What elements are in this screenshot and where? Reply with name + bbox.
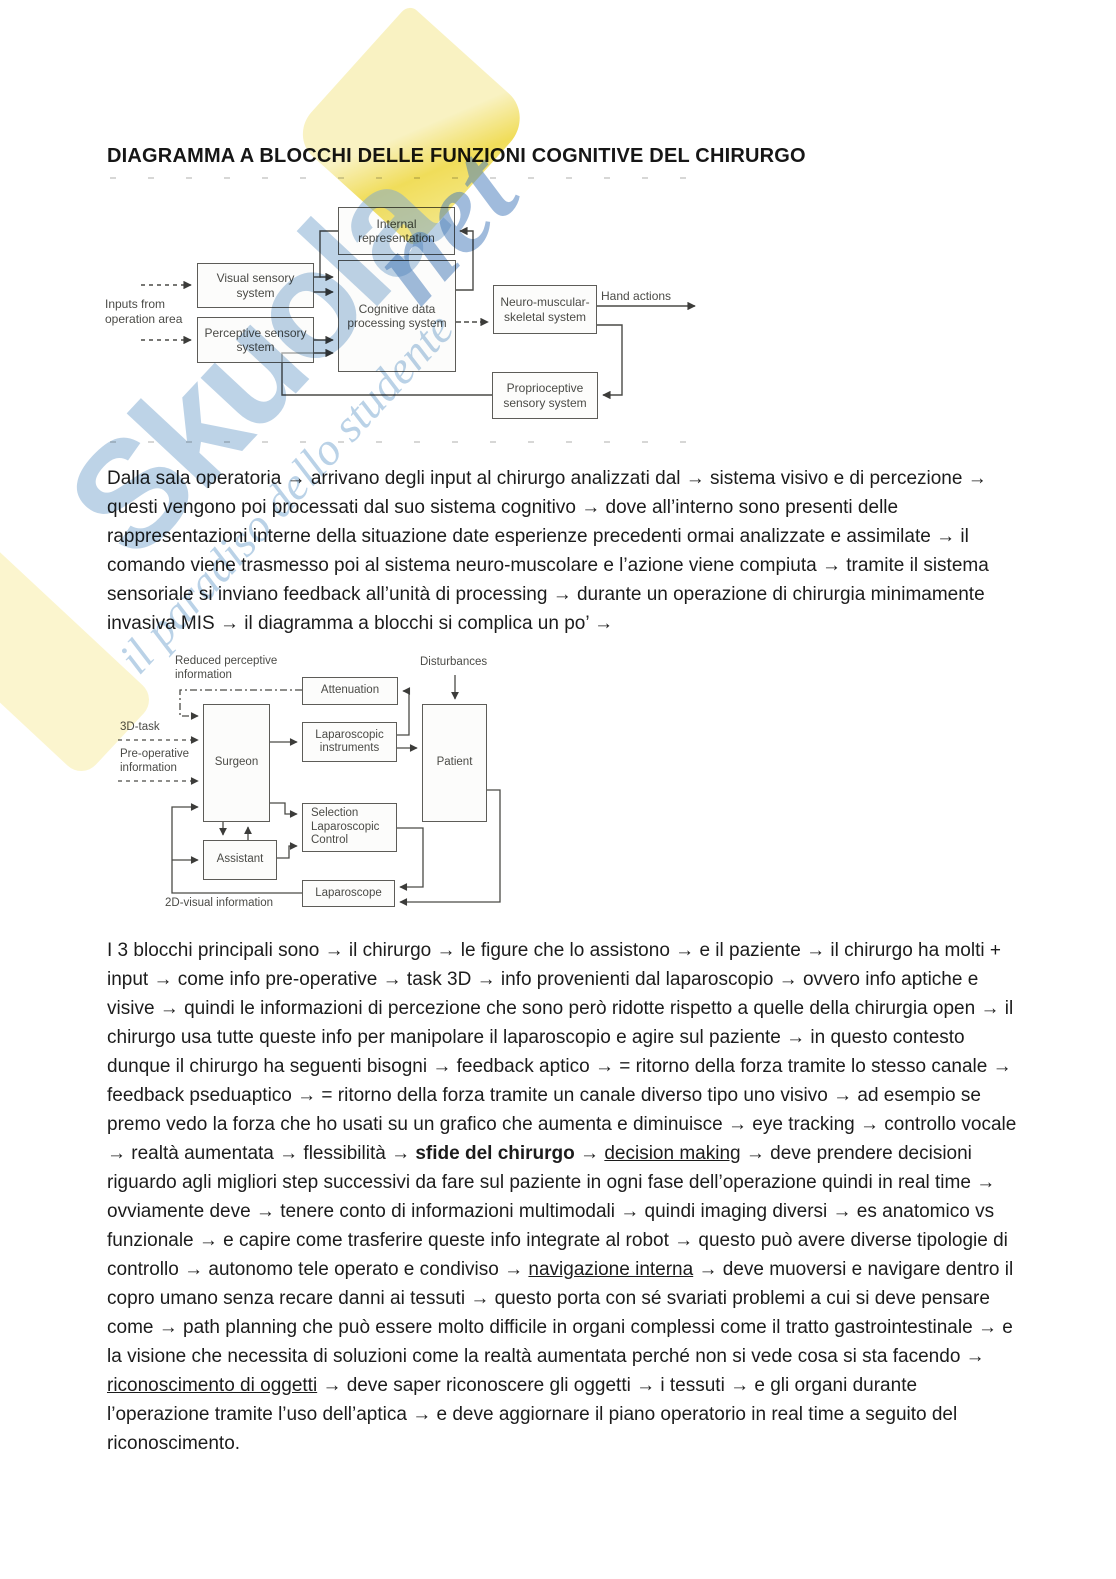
arrow-assistant-to-selection <box>277 842 298 859</box>
label-3d-task: 3D-task <box>120 721 160 733</box>
arrow-cognitive-to-internal <box>456 226 474 291</box>
box-neuro-muscular-skeletal: Neuro-muscular-skeletal system <box>493 285 597 334</box>
arrow-surgeon-to-selection <box>270 802 298 818</box>
label-disturbances: Disturbances <box>420 656 488 668</box>
box-attenuation: Attenuation <box>302 677 398 705</box>
box-proprioceptive-sensory: Proprioceptive sensory system <box>492 372 598 419</box>
paragraph-diagram1-explanation: Dalla sala operatoria → arrivano degli i… <box>107 468 989 634</box>
arrow-selection-to-laparoscope <box>397 827 424 891</box>
box-selection-laparoscopic-control: Selection Laparoscopic Control <box>302 803 397 852</box>
label-inputs-from-operation-area: Inputs from operation area <box>105 297 183 326</box>
arrow-instruments-to-attenuation <box>397 687 411 736</box>
box-surgeon: Surgeon <box>203 704 270 822</box>
box-visual-sensory-system: Visual sensory system <box>197 263 314 308</box>
label-reduced-perceptive-information: Reduced perceptive information <box>175 655 278 681</box>
box-cognitive-data-processing: Cognitive data processing system <box>338 260 456 372</box>
box-laparoscope: Laparoscope <box>302 880 395 907</box>
arrow-internal-to-cognitive <box>319 230 338 282</box>
arrow-patient-to-laparoscope <box>399 789 501 906</box>
scan-artifact-row <box>110 177 690 179</box>
label-2d-visual-information: 2D-visual information <box>165 897 274 909</box>
figure2-connectors <box>118 675 501 906</box>
figure-cognitive-block-diagram: Internal representation Visual sensory s… <box>95 185 715 440</box>
box-assistant: Assistant <box>203 840 277 880</box>
box-patient: Patient <box>422 704 487 822</box>
arrow-attenuation-to-surgeon <box>179 689 302 720</box>
label-hand-actions: Hand actions <box>601 289 672 303</box>
figure-mis-block-diagram: Attenuation Surgeon Laparoscopic instrum… <box>108 650 558 922</box>
arrow-visual-to-cognitive <box>314 276 334 297</box>
box-laparoscopic-instruments: Laparoscopic instruments <box>302 722 397 762</box>
paragraph-mis-explanation: I 3 blocchi principali sono → il chirurg… <box>107 940 1017 1454</box>
page-title: DIAGRAMMA A BLOCCHI DELLE FUNZIONI COGNI… <box>107 145 806 168</box>
arrow-neuro-to-proprioceptive <box>597 324 623 400</box>
box-internal-representation: Internal representation <box>338 207 455 255</box>
scan-artifact-row <box>110 441 710 443</box>
box-perceptive-sensory-system: Perceptive sensory system <box>197 317 314 363</box>
label-pre-operative-information: Pre-operative information <box>120 748 190 774</box>
arrow-laparoscope-to-surgeon-2d <box>171 803 302 894</box>
